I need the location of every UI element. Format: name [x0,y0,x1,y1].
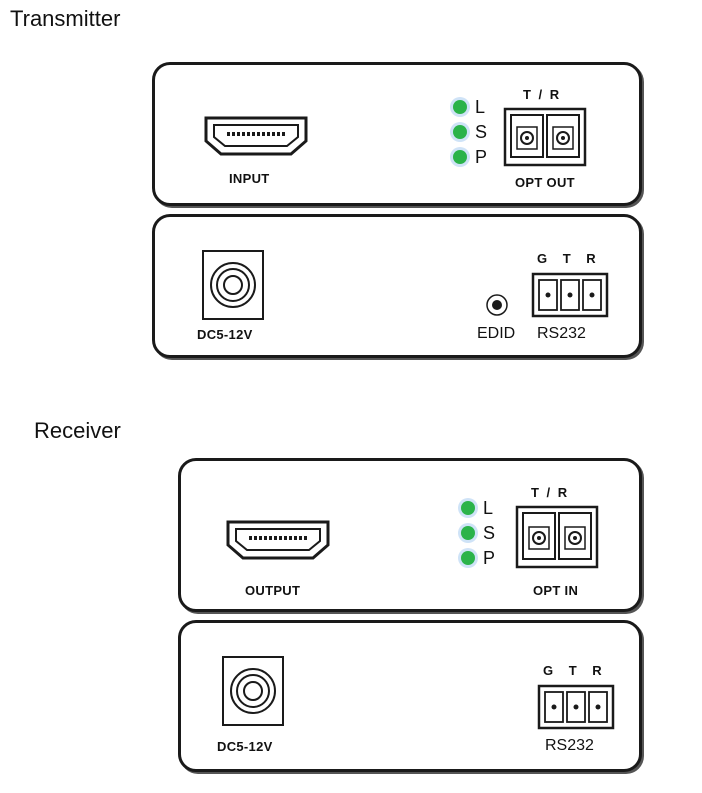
dc-power-jack-icon [202,250,264,320]
receiver-front-panel: OUTPUT L S P T / R OPT IN [178,458,642,612]
led-indicator-s: S [461,522,495,544]
led-label: L [475,96,486,117]
led-label: S [483,522,496,543]
fiber-opt-in-label: OPT IN [533,583,579,598]
receiver-rear-panel: DC5-12V G T R RS232 [178,620,642,772]
rs232-label: RS232 [537,325,586,342]
led-label: L [483,497,494,518]
fiber-opt-out-label: OPT OUT [515,175,575,190]
led-icon [453,150,467,164]
terminal-pins-label: G T R [537,251,602,266]
led-indicator-l: L [453,96,485,118]
led-indicator-p: P [461,547,495,569]
led-icon [461,551,475,565]
rs232-label: RS232 [545,737,594,754]
led-indicator-s: S [453,121,487,143]
hdmi-port-icon [226,520,330,560]
receiver-title: Receiver [34,418,121,443]
dc-power-label: DC5-12V [197,327,253,342]
led-label: S [475,121,488,142]
led-icon [461,501,475,515]
led-indicator-p: P [453,146,487,168]
hdmi-port-icon [204,116,308,156]
rs232-terminal-block-icon [537,684,615,730]
fiber-lc-port-icon [503,107,587,167]
dc-power-jack-icon [222,656,284,726]
terminal-pins-label: G T R [543,663,608,678]
led-icon [453,125,467,139]
transmitter-title: Transmitter [10,6,121,31]
edid-label: EDID [477,325,516,342]
hdmi-output-label: OUTPUT [245,583,301,598]
led-icon [453,100,467,114]
rs232-terminal-block-icon [531,272,609,318]
led-label: P [475,146,488,167]
transmitter-rear-panel: DC5-12V EDID G T R RS232 [152,214,642,358]
fiber-tr-label: T / R [523,87,562,102]
led-indicator-l: L [461,497,493,519]
dc-power-label: DC5-12V [217,739,273,754]
fiber-tr-label: T / R [531,485,570,500]
hdmi-input-label: INPUT [229,171,270,186]
led-icon [461,526,475,540]
led-label: P [483,547,496,568]
fiber-lc-port-icon [515,505,599,569]
edid-button-icon [486,294,508,316]
transmitter-front-panel: INPUT L S P T / R OPT OUT [152,62,642,206]
